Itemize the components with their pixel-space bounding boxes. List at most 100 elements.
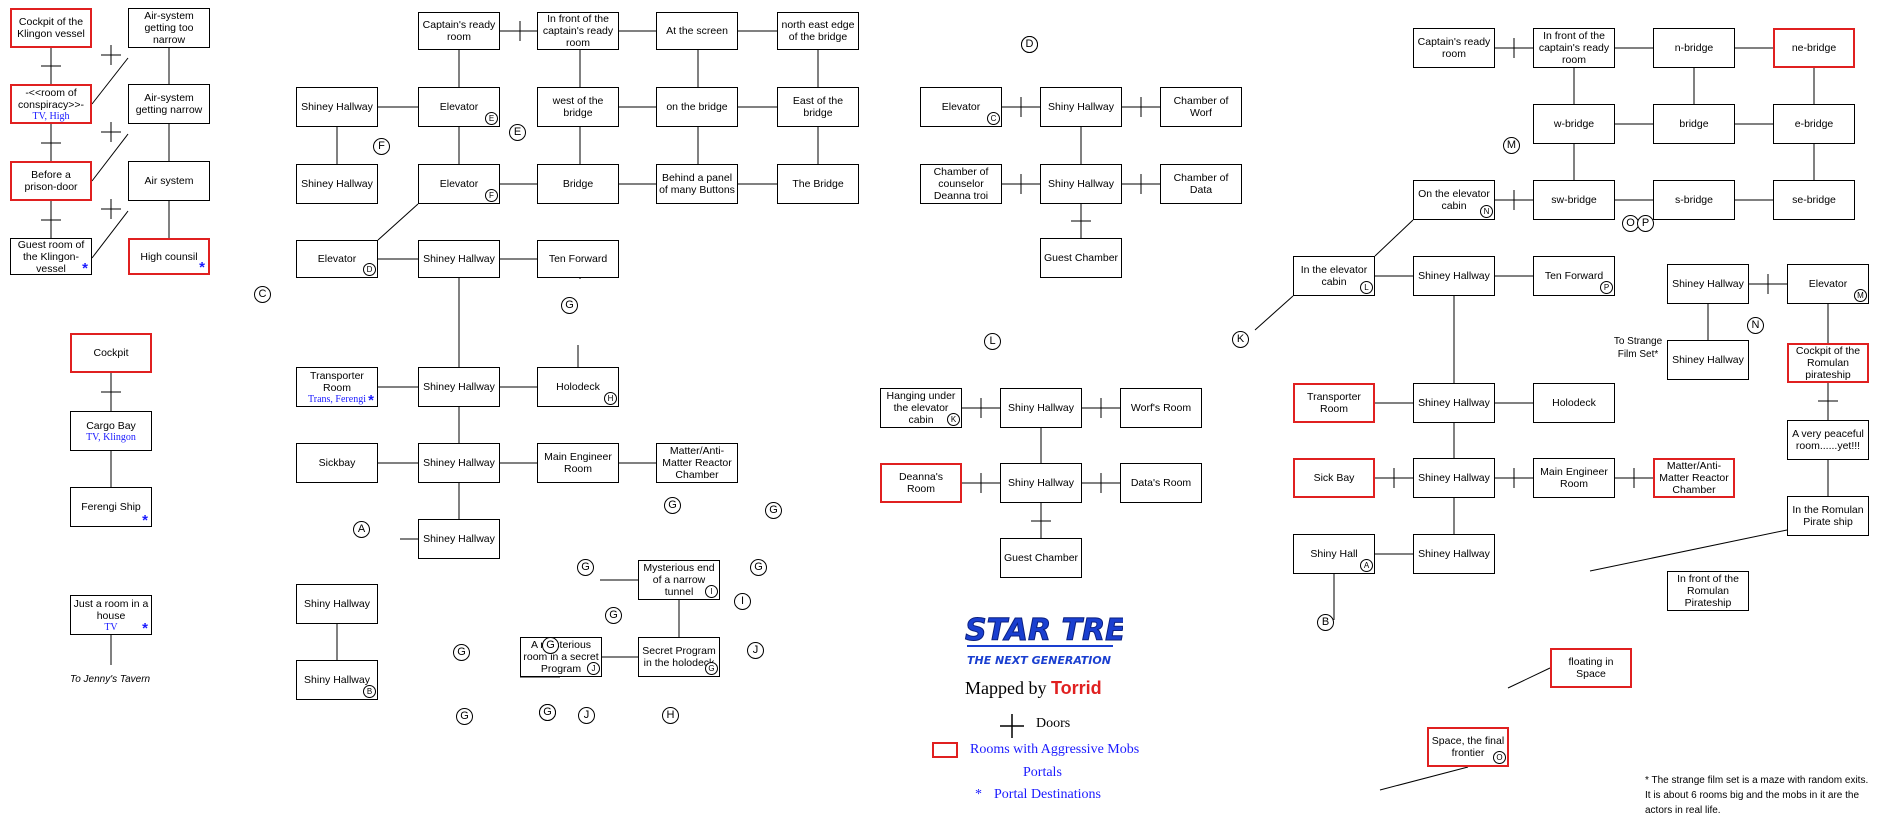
door-icon — [101, 45, 121, 65]
room-label: On the elevator cabin — [1418, 188, 1490, 212]
room-box: Shiney Hallway — [1413, 383, 1495, 423]
room-portal-tag: Trans, Ferengi — [308, 393, 366, 405]
room-box: Transporter Room — [1293, 383, 1375, 423]
room-label: Guest Chamber — [1003, 552, 1079, 564]
credits: Mapped by Torrid — [965, 678, 1102, 699]
room-label: Shiney Hallway — [423, 533, 495, 545]
room-label: Chamber of Data — [1173, 172, 1229, 196]
door-symbol-icon — [1000, 714, 1024, 738]
room-box: floating in Space — [1550, 648, 1632, 688]
room-label: west of the bridge — [552, 95, 604, 119]
room-label: Elevator — [439, 178, 479, 190]
room-box: Sickbay — [296, 443, 378, 483]
room-label: Chamber of Worf — [1173, 95, 1229, 119]
door-icon — [1504, 190, 1524, 210]
room-label: In front of the captain's ready room — [1538, 30, 1610, 66]
room-label: Ten Forward — [548, 253, 608, 265]
portal-destination-star-icon: * — [142, 512, 148, 527]
author-name: Torrid — [1050, 678, 1102, 698]
room-portal-tag: TV — [104, 621, 118, 633]
connection-line — [1374, 219, 1414, 257]
room-box: East of the bridge — [777, 87, 859, 127]
room-label: Cargo Bay — [86, 419, 136, 432]
room-label: Ten Forward — [1544, 270, 1604, 282]
connection-line — [1254, 295, 1294, 331]
exit-badge: M — [1854, 289, 1867, 302]
door-icon — [1504, 38, 1524, 58]
room-label: Shiny Hallway — [1008, 402, 1074, 414]
room-label: Chamber of counselor Deanna troi — [933, 166, 989, 202]
room-label: Shiney Hallway — [423, 381, 495, 393]
footnote-line-2: It is about 6 rooms big and the mobs in … — [1645, 790, 1860, 801]
mapped-by-label: Mapped by — [965, 678, 1047, 698]
room-label: The Bridge — [792, 178, 844, 190]
room-label: Just a room in a house — [73, 597, 149, 622]
room-label: Shiney Hallway — [1418, 397, 1490, 409]
room-label: Secret Program in the holodeck — [642, 645, 716, 669]
door-icon — [1011, 97, 1031, 117]
legend-portals: Portals — [1023, 765, 1062, 780]
room-label: Elevator — [317, 253, 357, 265]
room-label: on the bridge — [666, 101, 728, 113]
room-label: Matter/Anti-Matter Reactor Chamber — [1659, 460, 1729, 496]
exit-marker: J — [578, 707, 595, 724]
room-box: Captain's ready room — [418, 12, 500, 50]
door-icon — [101, 199, 121, 219]
room-box: Shiny Hallway — [1040, 164, 1122, 204]
door-icon — [41, 210, 61, 230]
room-label: Ferengi Ship — [81, 501, 141, 513]
room-label: floating in Space — [1568, 656, 1614, 680]
exit-marker: D — [1021, 36, 1038, 53]
room-label: ne-bridge — [1791, 42, 1837, 54]
room-box: Shiney Hallway — [418, 443, 500, 483]
exit-marker: P — [1637, 215, 1654, 232]
connection-line — [1507, 667, 1551, 689]
door-icon — [1131, 97, 1151, 117]
room-label: Hanging under the elevator cabin — [886, 390, 956, 426]
room-label: Elevator — [439, 101, 479, 113]
exit-marker: G — [750, 559, 767, 576]
room-label: Holodeck — [1552, 397, 1596, 409]
room-label: Shiney Hallway — [301, 101, 373, 113]
room-label: Transporter Room — [310, 369, 364, 394]
room-label: Main Engineer Room — [1540, 466, 1608, 490]
room-label: Shiney Hallway — [1418, 548, 1490, 560]
connection-line — [91, 133, 129, 182]
room-label: Matter/Anti-Matter Reactor Chamber — [662, 445, 732, 481]
strange-film-note: To Strange Film Set* — [1613, 336, 1663, 360]
footnote-line-1: * The strange film set is a maze with ra… — [1645, 775, 1869, 786]
room-label: Shiney Hallway — [301, 178, 373, 190]
room-box: Cockpit of the Klingon vessel — [10, 8, 92, 48]
room-box: Air-system getting narrow — [128, 84, 210, 124]
room-label: Deanna's Room — [898, 471, 944, 495]
room-box: s-bridge — [1653, 180, 1735, 220]
room-box: Matter/Anti-Matter Reactor Chamber — [1653, 458, 1735, 498]
room-box: -<<room of conspiracy>>-TV, High — [10, 84, 92, 124]
door-icon — [1758, 274, 1778, 294]
room-box: Main Engineer Room — [1533, 458, 1615, 498]
legend-star-icon: * — [975, 787, 982, 802]
room-box: Data's Room — [1120, 463, 1202, 503]
exit-marker: F — [373, 138, 390, 155]
room-label: Shiney Hallway — [1418, 472, 1490, 484]
room-label: Shiney Hallway — [1672, 354, 1744, 366]
exit-marker: J — [747, 642, 764, 659]
room-box: n-bridge — [1653, 28, 1735, 68]
exit-marker: C — [254, 286, 271, 303]
room-label: bridge — [1679, 118, 1709, 130]
room-box: Captain's ready room — [1413, 28, 1495, 68]
room-label: At the screen — [666, 25, 728, 37]
exit-badge: K — [947, 413, 960, 426]
room-box: Behind a panel of many Buttons — [656, 164, 738, 204]
room-box: In the Romulan Pirate ship — [1787, 496, 1869, 536]
star-trek-logo: STAR TREK THE NEXT GENERATION — [965, 613, 1124, 668]
portal-destination-star-icon: * — [82, 260, 88, 275]
